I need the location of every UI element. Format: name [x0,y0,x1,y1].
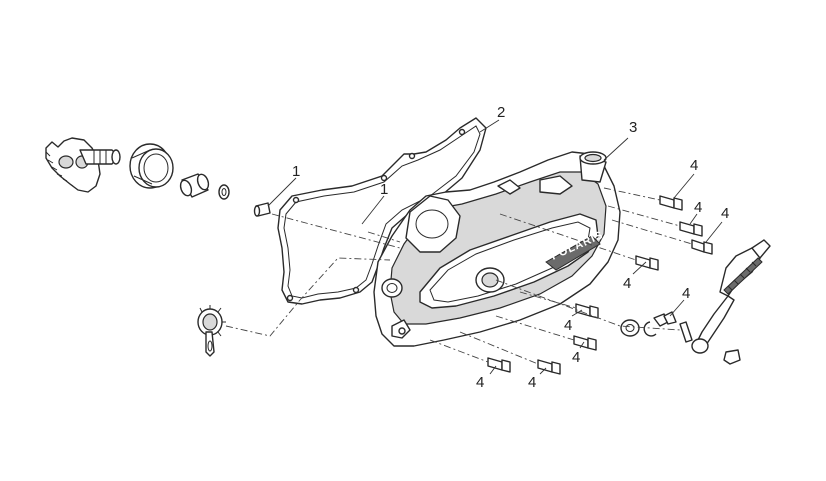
callout-3: 3 [629,119,637,136]
callout-4-bolt-7: 4 [476,374,484,391]
shift-detent-gear [197,305,226,357]
callout-4-bolt-5: 4 [564,317,572,334]
assembly-line-bolt-4 [499,213,637,261]
bolt-6 [573,335,597,351]
callout-4-bolt-2: 4 [694,199,702,216]
assembly-line-bolt-8 [459,331,539,365]
assembly-line-bolt-3 [611,219,693,245]
bolt-9 [653,311,677,327]
assembly-line-pin-left [271,213,401,249]
bolt-3 [691,239,713,255]
callout-4-bolt-9: 4 [682,285,690,302]
lever-washer [620,319,640,337]
assembly-line-bolt-7 [429,339,489,363]
assembly-line-bolt-5 [519,291,577,309]
kickstart-lever [679,239,771,365]
assembly-line-gasket-to-gear [225,257,391,337]
bolt-2 [679,221,703,237]
bushing [179,173,210,198]
callout-1-right: 1 [380,181,388,198]
callout-4-bolt-1: 4 [690,157,698,174]
clutch-crankcase-cover: POLARIS [373,151,621,347]
kickstart-spring-collar [129,143,174,189]
bolt-7 [487,357,511,373]
circlip [643,321,657,337]
assembly-line-pin-right [367,231,401,243]
small-washer [218,184,230,200]
callout-1-left: 1 [292,163,300,180]
assembly-line-bolt-1 [603,187,661,201]
kickstart-gear-segment [45,137,121,193]
assembly-line-bolt-6 [495,315,575,341]
callout-4-bolt-3: 4 [721,205,729,222]
callout-4-bolt-8: 4 [528,374,536,391]
assembly-line-bolt-2 [607,205,681,227]
bolt-8 [537,359,561,375]
callout-2: 2 [497,104,505,121]
callout-4-bolt-6: 4 [572,349,580,366]
bolt-1 [659,195,683,211]
bolt-4 [635,255,659,271]
callout-4-bolt-4: 4 [623,275,631,292]
breather-fitting [579,151,607,183]
dowel-pin-left [253,202,271,217]
bolt-5 [575,303,599,319]
